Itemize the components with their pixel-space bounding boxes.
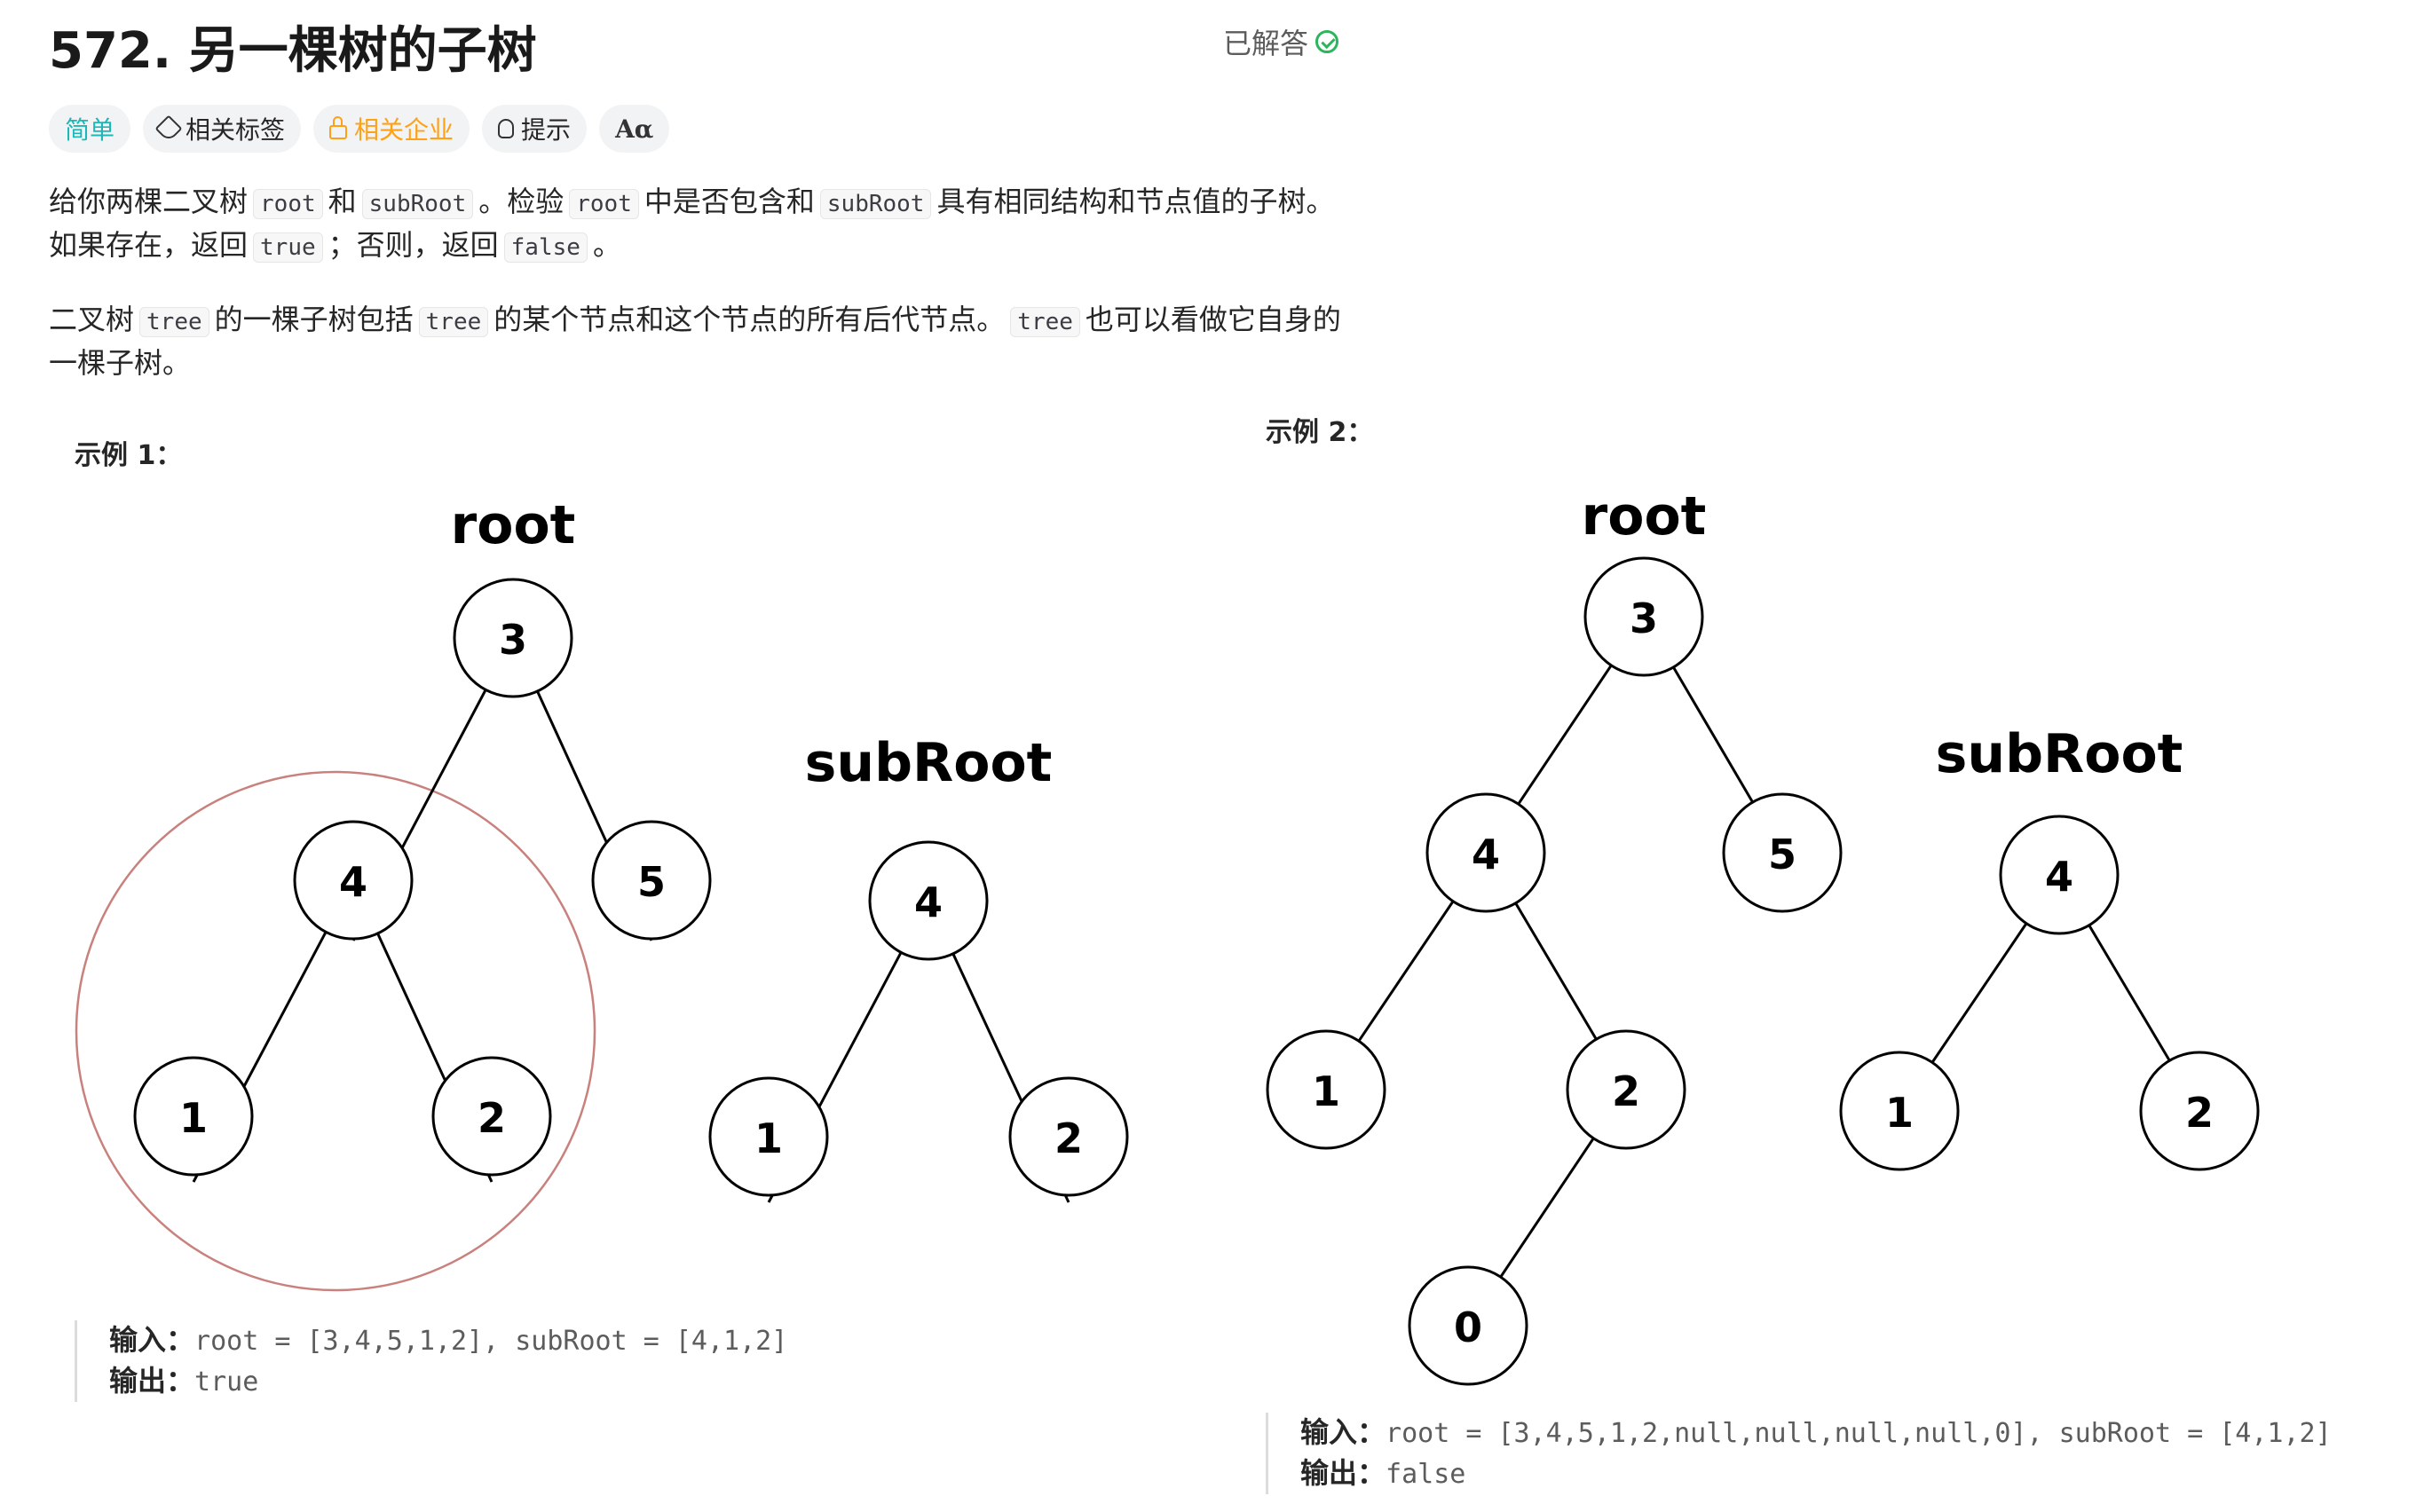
svg-text:5: 5 xyxy=(637,858,666,906)
inline-code: subRoot xyxy=(819,189,932,219)
input-value: root = [3,4,5,1,2,null,null,null,null,0]… xyxy=(1386,1418,2332,1449)
svg-text:4: 4 xyxy=(914,878,943,926)
svg-text:1: 1 xyxy=(1885,1089,1914,1137)
example-1-heading: 示例 1： xyxy=(75,440,183,471)
inline-code: tree xyxy=(1010,307,1080,337)
tag-icon xyxy=(154,114,183,143)
example-1-io: 输入：root = [3,4,5,1,2], subRoot = [4,1,2]… xyxy=(75,1320,787,1402)
subroot-label: subRoot xyxy=(1936,723,2183,785)
lock-icon xyxy=(329,116,348,139)
translate-button[interactable]: Aα xyxy=(599,105,670,153)
tree-node: 4 xyxy=(1425,792,1546,913)
tree-node: 2 xyxy=(1566,1029,1686,1150)
inline-code: root xyxy=(569,189,639,219)
tree-node: 5 xyxy=(591,820,712,941)
inline-code: tree xyxy=(139,307,209,337)
output-key: 输出： xyxy=(109,1364,195,1398)
tree-node: 5 xyxy=(1722,792,1843,913)
tag-bar: 简单 相关标签 相关企业 提示 Aα xyxy=(49,105,670,153)
problem-title: 572. 另一棵树的子树 xyxy=(49,22,537,80)
example-2-io: 输入：root = [3,4,5,1,2,null,null,null,null… xyxy=(1266,1413,2332,1494)
related-tags-button[interactable]: 相关标签 xyxy=(143,105,302,153)
tree-node: 4 xyxy=(1999,815,2120,935)
svg-text:1: 1 xyxy=(179,1094,208,1142)
tree-node: 1 xyxy=(1839,1051,1960,1171)
svg-text:1: 1 xyxy=(1312,1067,1340,1115)
root-label: root xyxy=(1582,485,1707,547)
solved-status-label: 已解答 xyxy=(1223,27,1309,60)
subroot-label: subRoot xyxy=(805,732,1053,794)
svg-text:4: 4 xyxy=(1472,831,1500,878)
inline-code: false xyxy=(503,232,588,263)
output-value: false xyxy=(1386,1459,1466,1490)
svg-text:1: 1 xyxy=(754,1114,783,1162)
svg-text:2: 2 xyxy=(478,1094,506,1142)
svg-text:2: 2 xyxy=(1612,1067,1640,1115)
svg-text:0: 0 xyxy=(1454,1303,1482,1351)
tree-node: 4 xyxy=(868,840,989,961)
inline-code: subRoot xyxy=(361,189,474,219)
hints-label: 提示 xyxy=(521,115,572,145)
tree-node: 1 xyxy=(708,1076,829,1197)
svg-text:2: 2 xyxy=(1054,1114,1083,1162)
inline-code: true xyxy=(253,232,323,263)
hints-button[interactable]: 提示 xyxy=(482,105,588,153)
root-label: root xyxy=(451,494,576,556)
inline-code: tree xyxy=(418,307,489,337)
tree-node: 4 xyxy=(293,820,414,941)
svg-text:5: 5 xyxy=(1768,831,1796,878)
tree-node: 2 xyxy=(2139,1051,2260,1171)
tree-node: 1 xyxy=(1266,1029,1386,1150)
related-tags-label: 相关标签 xyxy=(186,115,286,145)
tree-node: 3 xyxy=(1583,556,1704,677)
inline-code: root xyxy=(253,189,323,219)
solved-status: 已解答 xyxy=(1223,21,1339,62)
input-key: 输入： xyxy=(109,1323,195,1357)
svg-text:3: 3 xyxy=(1630,595,1658,642)
tree-node: 3 xyxy=(453,578,573,698)
input-value: root = [3,4,5,1,2], subRoot = [4,1,2] xyxy=(194,1326,788,1357)
svg-text:4: 4 xyxy=(2045,853,2073,901)
example-2-heading: 示例 2： xyxy=(1266,417,1374,448)
tree-node: 2 xyxy=(1008,1076,1129,1197)
input-key: 输入： xyxy=(1300,1415,1386,1449)
translate-icon: Aα xyxy=(615,114,654,144)
svg-text:2: 2 xyxy=(2185,1089,2214,1137)
svg-text:4: 4 xyxy=(339,858,367,906)
example-1-diagram: root subRoot 3 4 5 1 2 4 1 2 xyxy=(75,494,1129,1292)
related-companies-label: 相关企业 xyxy=(354,115,454,145)
tree-node: 2 xyxy=(431,1056,552,1177)
difficulty-badge[interactable]: 简单 xyxy=(49,105,131,153)
tree-node: 1 xyxy=(133,1056,254,1177)
related-companies-button[interactable]: 相关企业 xyxy=(313,105,470,153)
tree-node: 0 xyxy=(1408,1265,1528,1386)
example-2-diagram: root subRoot 3 4 5 1 2 0 4 1 2 xyxy=(1266,485,2260,1386)
difficulty-label: 简单 xyxy=(65,115,115,145)
output-value: true xyxy=(194,1366,259,1398)
output-key: 输出： xyxy=(1300,1456,1386,1490)
svg-text:3: 3 xyxy=(499,616,527,664)
lightbulb-icon xyxy=(498,119,515,138)
subtree-highlight-circle xyxy=(75,770,596,1292)
check-circle-icon xyxy=(1315,30,1339,53)
